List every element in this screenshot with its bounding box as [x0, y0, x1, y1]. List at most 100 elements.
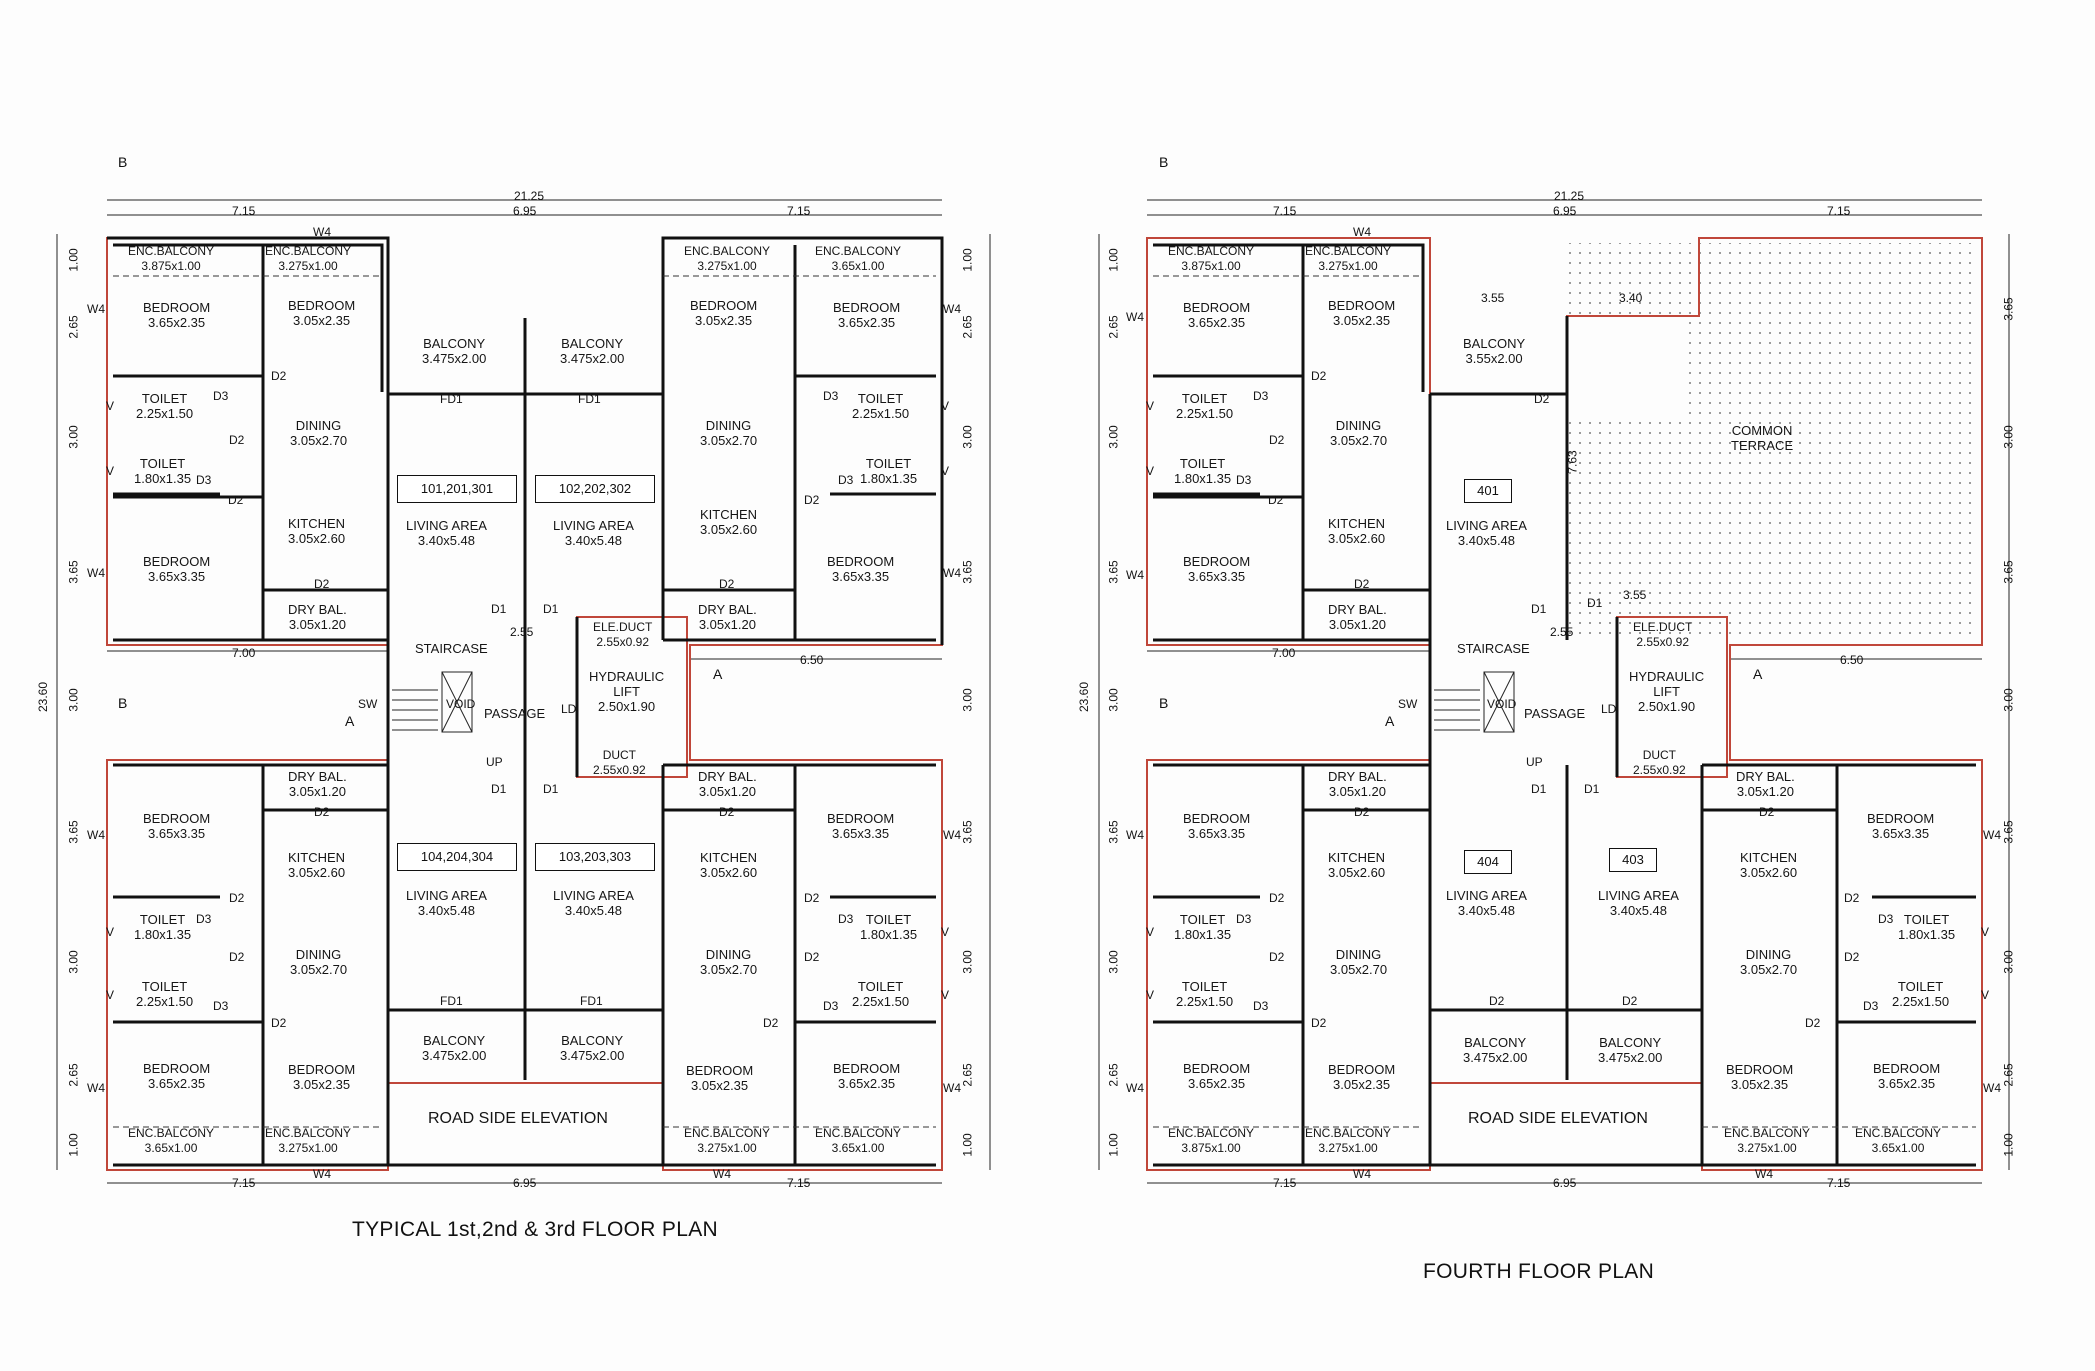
door-tag: D3 [838, 912, 854, 926]
ventilator-tag: V [1981, 925, 1990, 939]
dim: 3.40 [1619, 291, 1643, 305]
right-dim: 3.00 [2001, 425, 2016, 449]
window-tag: W4 [1353, 1167, 1371, 1181]
window-tag: W4 [87, 566, 105, 580]
door-tag: D2 [1534, 392, 1550, 406]
overall-depth-dim: 23.60 [36, 681, 51, 713]
overall-width-dim: 21.25 [1554, 189, 1585, 203]
passage-label: PASSAGE [484, 706, 546, 721]
ventilator-tag: V [106, 399, 115, 413]
door-tag: D3 [1863, 999, 1879, 1013]
left-dim: 2.65 [66, 1063, 81, 1087]
door-tag: D3 [1253, 389, 1269, 403]
right-dim: 3.00 [960, 950, 975, 974]
bottom-dim-2: 6.95 [1553, 1176, 1577, 1190]
top-dim-3: 7.15 [1827, 204, 1851, 218]
bottom-dim-3: 7.15 [787, 1176, 811, 1190]
section-mark-b: B [118, 154, 128, 170]
left-dim: 3.00 [1106, 688, 1121, 712]
window-tag: W4 [87, 1081, 105, 1095]
overall-width-dim: 21.25 [514, 189, 545, 203]
door-tag: D2 [271, 1016, 287, 1030]
door-tag: D2 [271, 369, 287, 383]
right-dim: 3.00 [2001, 688, 2016, 712]
left-dim: 2.65 [66, 315, 81, 339]
mid-dim-right: 6.50 [1840, 653, 1864, 667]
door-tag: D2 [229, 950, 245, 964]
window-tag: W4 [943, 1081, 961, 1095]
door-tag: D1 [1531, 782, 1547, 796]
door-tag: D2 [229, 433, 245, 447]
door-tag: D2 [1269, 433, 1285, 447]
ventilator-tag: V [106, 464, 115, 478]
section-mark-a: A [713, 666, 723, 682]
dim: 3.55 [1623, 588, 1647, 602]
mid-dim-right: 6.50 [800, 653, 824, 667]
door-tag: D2 [804, 493, 820, 507]
window-tag: W4 [1983, 1081, 2001, 1095]
up-label: UP [1526, 755, 1543, 769]
ventilator-tag: V [1146, 464, 1155, 478]
door-tag: D3 [823, 389, 839, 403]
up-label: UP [486, 755, 503, 769]
right-dim: 2.65 [960, 1063, 975, 1087]
top-dim-1: 7.15 [1273, 204, 1297, 218]
door-tag: D2 [719, 577, 735, 591]
ventilator-tag: V [1146, 925, 1155, 939]
right-dim: 3.65 [2001, 820, 2016, 844]
door-tag: D2 [1844, 891, 1860, 905]
fourth-floor-plan-drawing [1098, 199, 2010, 1184]
left-dim: 3.65 [1106, 820, 1121, 844]
left-dim: 2.65 [1106, 1063, 1121, 1087]
door-tag: D3 [1236, 912, 1252, 926]
overall-depth-dim: 23.60 [1077, 681, 1092, 713]
bottom-dim-2: 6.95 [513, 1176, 537, 1190]
door-tag: D3 [213, 999, 229, 1013]
road-side-label: ROAD SIDE ELEVATION [428, 1110, 608, 1127]
window-tag: W4 [943, 566, 961, 580]
ventilator-tag: V [106, 925, 115, 939]
door-tag: D2 [314, 577, 330, 591]
door-tag: D2 [1759, 805, 1775, 819]
room-label: DRY BAL.3.05x1.20 [288, 602, 347, 632]
room-label: DRY BAL.3.05x1.20 [1328, 769, 1387, 799]
door-tag: FD1 [440, 392, 463, 406]
flat-number-box: 404 [1464, 850, 1512, 874]
void-label: VOID [1487, 697, 1517, 711]
window-tag: W4 [87, 302, 105, 316]
room-label: DRY BAL.3.05x1.20 [1736, 769, 1795, 799]
door-tag: D1 [1584, 782, 1600, 796]
flat-number-box: 103,203,303 [535, 843, 655, 871]
plan-title: TYPICAL 1st,2nd & 3rd FLOOR PLAN [352, 1218, 718, 1241]
left-dim: 3.00 [66, 950, 81, 974]
top-dim-3: 7.15 [787, 204, 811, 218]
right-dim: 2.65 [2001, 1063, 2016, 1087]
staircase-label: STAIRCASE [1457, 641, 1530, 656]
door-tag: D1 [1587, 596, 1603, 610]
door-tag: D2 [228, 493, 244, 507]
